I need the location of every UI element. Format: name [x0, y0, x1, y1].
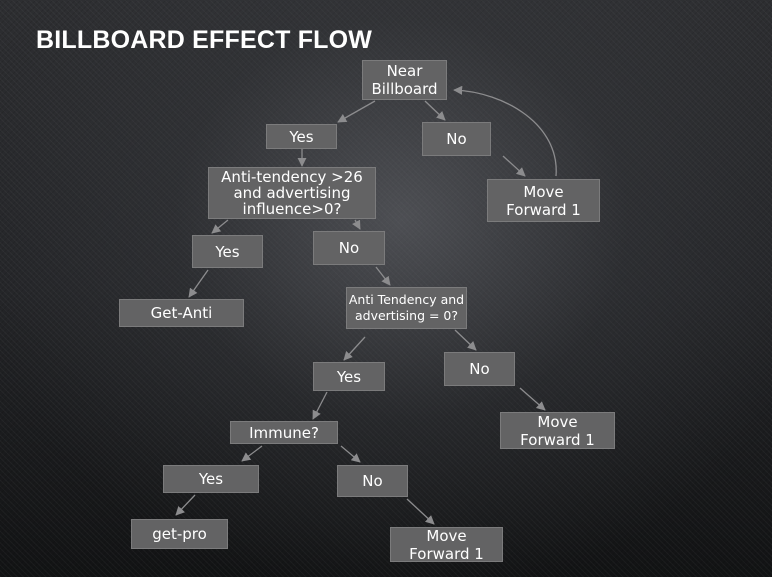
arrow-yes-to-immune [312, 391, 328, 420]
arrow-move-loop-back [453, 85, 557, 177]
node-get-pro: get-pro [131, 519, 228, 549]
arrow-near-to-yes [337, 100, 376, 123]
arrow-no-to-move2 [519, 387, 546, 411]
node-no-1: No [422, 122, 491, 156]
node-anti-tendency-check: Anti-tendency >26 and advertising influe… [208, 167, 376, 219]
node-yes-1: Yes [266, 124, 337, 149]
arrow-near-to-no [424, 100, 446, 121]
arrow-antizero-to-no [454, 329, 477, 351]
arrow-anti-to-yes [211, 219, 229, 234]
arrow-no-to-move3 [406, 498, 435, 525]
arrow-immune-to-yes [241, 445, 263, 462]
node-move-forward-3: Move Forward 1 [390, 527, 503, 562]
node-get-anti: Get-Anti [119, 299, 244, 327]
arrow-no-to-antizero [375, 266, 391, 286]
node-anti-zero-check: Anti Tendency and advertising = 0? [346, 287, 467, 329]
node-move-forward-1: Move Forward 1 [487, 179, 600, 222]
node-move-forward-2: Move Forward 1 [500, 412, 615, 449]
node-no-3: No [444, 352, 515, 386]
arrow-antizero-to-yes [343, 336, 366, 361]
node-no-2: No [313, 231, 385, 265]
arrow-yes-to-getanti [188, 269, 209, 298]
node-yes-2: Yes [192, 235, 263, 268]
slide-title: BILLBOARD EFFECT FLOW [36, 26, 373, 54]
node-yes-4: Yes [163, 465, 259, 493]
node-immune-check: Immune? [230, 421, 338, 444]
node-near-billboard: Near Billboard [362, 60, 447, 100]
node-no-4: No [337, 465, 408, 497]
arrow-immune-to-no [340, 445, 361, 463]
arrow-no-to-move [502, 155, 526, 177]
arrow-yes-to-getpro [175, 494, 196, 516]
node-yes-3: Yes [313, 362, 385, 391]
arrow-anti-to-no [352, 219, 361, 230]
